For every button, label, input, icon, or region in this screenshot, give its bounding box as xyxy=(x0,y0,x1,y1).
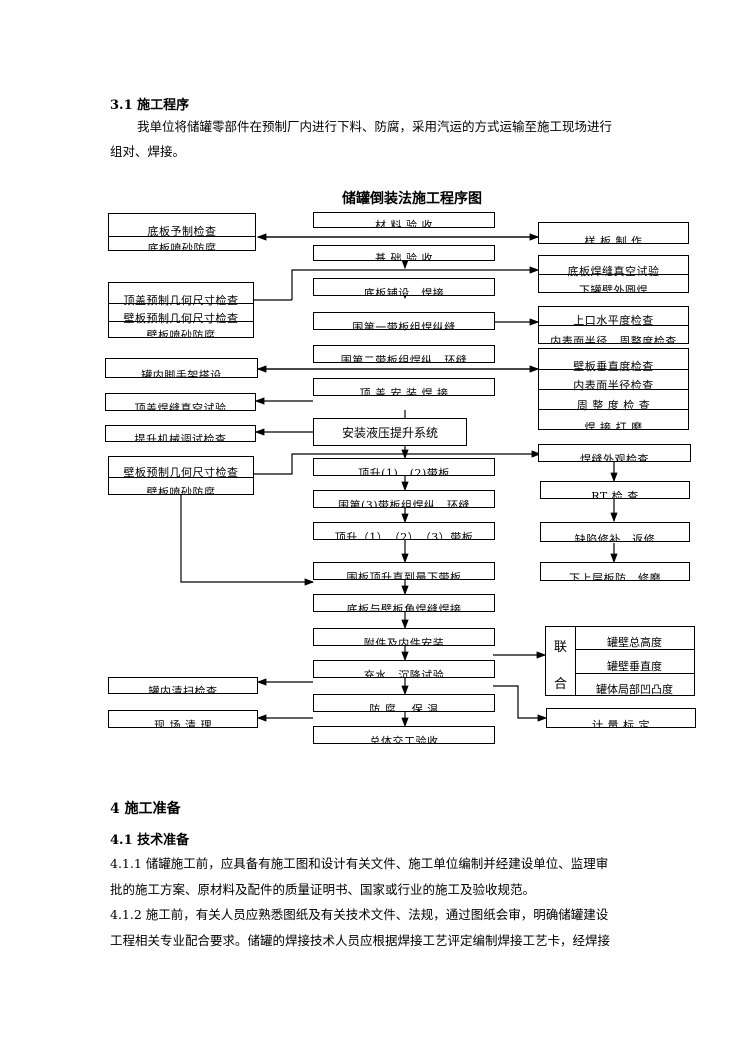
paragraph-line: 4.1.2 施工前，有关人员应熟悉图纸及有关技术文件、法规，通过图纸会审，明确储… xyxy=(110,907,609,922)
right-box-measure-calibration: 计 量 标 定 xyxy=(546,708,696,728)
paragraph-line: 组对、焊接。 xyxy=(110,144,186,159)
joint-item-verticality: 罐壁垂直度 xyxy=(607,660,662,673)
left-box-scaffold: 罐内脚手架搭设 xyxy=(105,358,258,378)
left-box-lift-machine-check: 提升机械调试检查 xyxy=(105,425,256,442)
left-box-site-cleanup: 现 场 清 理 xyxy=(108,710,258,728)
section-heading-4: 4 施工准备 xyxy=(110,801,181,817)
process-step-third-band: 围第(3)带板组焊纵、环缝 xyxy=(313,490,495,508)
process-step-accessories: 附件及内件安装 xyxy=(313,628,495,646)
right-box-template: 样 板 制 作 xyxy=(538,222,689,244)
joint-inspection-group: 联 合 罐壁总高度 罐壁垂直度 罐体局部凹凸度 xyxy=(545,626,695,696)
process-step-bottom-plate: 底板铺设、焊接 xyxy=(313,278,495,296)
process-step-hydraulic-system: 安装液压提升系统 xyxy=(313,418,467,446)
joint-item-local-deviation: 罐体局部凹凸度 xyxy=(596,683,673,696)
right-group-level-check: 上口水平度检查 内表面半径、周整度检查 xyxy=(538,306,689,344)
process-step-first-band: 围第一带板组焊纵缝 xyxy=(313,312,495,330)
joint-item-total-height: 罐壁总高度 xyxy=(607,636,662,649)
process-step-lift-to-bottom: 围板顶升直到最下带板 xyxy=(313,562,495,580)
process-step-lift-1-2: 顶升(1)、(2)带板 xyxy=(313,458,495,476)
right-box-rt-check: RT 检 查 xyxy=(540,481,690,499)
right-box-plate-grinding: 下上层板防、修磨 xyxy=(540,562,690,581)
joint-label-bottom: 合 xyxy=(553,677,567,692)
right-group-bottom-vacuum: 底板焊缝真空试验 下罐壁外圆焊 xyxy=(538,255,689,293)
chart-title: 储罐倒装法施工程序图 xyxy=(342,191,482,207)
process-step-material-inspection: 材 料 验 收 xyxy=(313,212,495,228)
joint-label-top: 联 xyxy=(553,640,567,655)
left-group-panel-prefab: 顶盖预制几何尺寸检查 壁板预制几何尺寸检查 壁板喷砂防腐 xyxy=(108,282,254,338)
process-step-second-band: 围第二带板组焊纵、环缝 xyxy=(313,345,495,363)
section-heading-4-1: 4.1 技术准备 xyxy=(110,833,190,848)
right-box-weld-appearance: 焊缝外观检查 xyxy=(538,444,691,462)
section-heading-3-1: 3.1 施工程序 xyxy=(110,98,190,113)
left-group-bottom-prefab: 底板予制检查 底板喷砂防腐 xyxy=(108,213,256,251)
process-step-lift-1-2-3: 顶升（1）、（2）、（3）带板 xyxy=(313,522,495,540)
process-step-anticorrosion: 防 腐 、保 温 xyxy=(313,694,495,712)
paragraph-line: 工程相关专业配合要求。储罐的焊接技术人员应根据焊接工艺评定编制焊接工艺卡，经焊接 xyxy=(110,933,611,948)
process-step-top-cover: 顶 盖 安 装 焊 接 xyxy=(313,378,495,396)
left-box-vacuum-test: 顶盖焊缝真空试验 xyxy=(105,393,256,411)
paragraph-line: 批的施工方案、原材料及配件的质量证明书、国家或行业的施工及验收规范。 xyxy=(110,882,536,897)
left-box-tank-cleaning: 罐内清扫检查 xyxy=(108,677,258,694)
paragraph-line: 4.1.1 储罐施工前，应具备有施工图和设计有关文件、施工单位编制并经建设单位、… xyxy=(110,856,609,871)
paragraph-line: 我单位将储罐零部件在预制厂内进行下料、防腐，采用汽运的方式运输至施工现场进行 xyxy=(137,119,613,134)
right-group-verticality-check: 壁板垂直度检查 内表面半径检查 周 整 度 检 查 焊 接 打 磨 xyxy=(538,348,689,430)
process-step-corner-weld: 底板与壁板角焊缝焊接 xyxy=(313,594,495,612)
process-step-foundation-inspection: 基 础 验 收 xyxy=(313,245,495,261)
right-box-defect-repair: 缺陷修补、返修 xyxy=(540,522,690,542)
process-step-final-acceptance: 总体交工验收 xyxy=(313,726,495,744)
left-group-panel-prefab-2: 壁板预制几何尺寸检查 壁板喷砂防腐 xyxy=(108,456,254,495)
process-step-water-test: 充水、沉降试验 xyxy=(313,660,495,678)
